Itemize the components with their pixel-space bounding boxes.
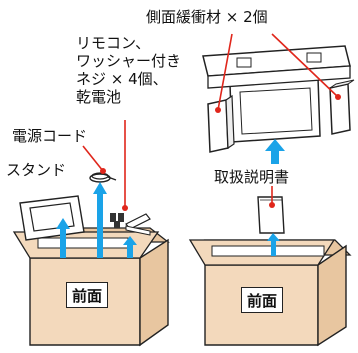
front-label-left: 前面 — [66, 282, 108, 308]
side-cushion-top — [202, 45, 351, 89]
left-leaders — [82, 120, 128, 211]
remote-accessories-part — [110, 213, 151, 236]
left-arrows — [56, 182, 137, 258]
front-label-right: 前面 — [241, 287, 283, 313]
side-cushion-right — [329, 79, 355, 135]
side-cushion-left — [207, 94, 235, 153]
tv-panel — [229, 77, 321, 143]
label-side-cushions: 側面緩衝材 × 2個 — [146, 8, 268, 26]
label-stand: スタンド — [6, 161, 67, 179]
left-carton-side — [139, 238, 169, 347]
stand-part — [19, 195, 85, 241]
manual-part — [257, 196, 285, 234]
manual-arrow — [267, 233, 280, 256]
label-remote-accessories: リモコン、 ワッシャー付き ネジ × 4個、 乾電池 — [76, 34, 182, 106]
tv-arrow — [265, 139, 285, 164]
label-manual: 取扱説明書 — [214, 168, 290, 186]
right-leaders — [215, 33, 341, 208]
power-cord-part — [89, 172, 117, 183]
label-power-cord: 電源コード — [12, 127, 88, 145]
right-carton-side — [317, 244, 347, 347]
left-carton — [12, 227, 170, 347]
